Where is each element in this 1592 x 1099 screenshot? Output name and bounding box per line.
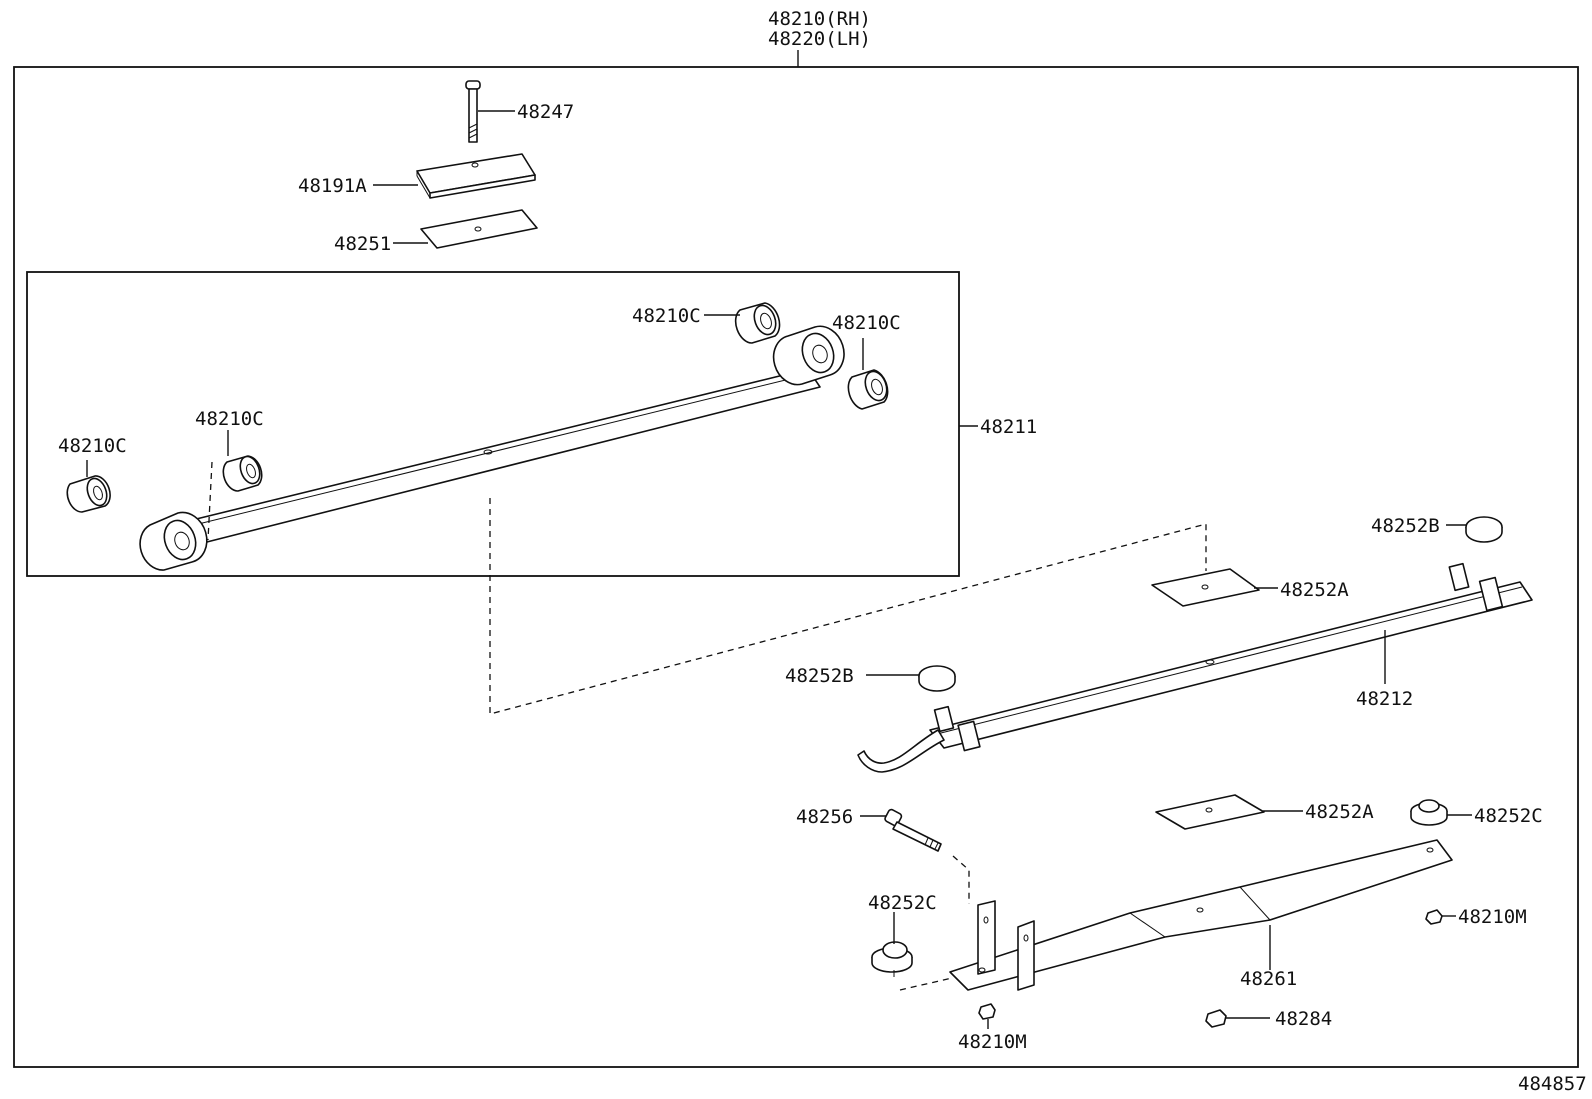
main-leaf-box [26,271,960,577]
label-leaf-3: 48261 [1240,968,1297,990]
nut-icon [978,1003,996,1020]
label-top-plate: 48191A [298,175,367,197]
top-plate-icon [416,153,536,199]
label-top-pad: 48251 [334,233,391,255]
pad-a-icon [1151,568,1260,607]
pad-c-icon [871,941,913,977]
assembly-frame [13,66,1579,1068]
label-bushing-left-mid: 48210C [195,408,264,430]
label-pad-a-lower: 48252A [1305,801,1374,823]
label-bushing-top-right: 48210C [832,312,901,334]
label-bushing-left-outer: 48210C [58,435,127,457]
bolt-icon [465,80,481,143]
label-main-leaf: 48211 [980,416,1037,438]
top-pad-icon [420,209,538,249]
pad-c-icon [1410,799,1448,826]
label-bushing-top-mid: 48210C [632,305,701,327]
header-rh-label: 48210(RH) [768,8,871,30]
bolt-icon [884,808,942,852]
bushing-icon [734,302,781,344]
label-pad-a-upper: 48252A [1280,579,1349,601]
leaf-3-icon [949,839,1453,991]
header-lh-label: 48220(LH) [768,28,871,50]
label-nut-right: 48210M [1458,906,1527,928]
main-leaf-icon [139,325,845,571]
label-pad-c-right: 48252C [1474,805,1543,827]
label-bolt: 48247 [517,101,574,123]
nut-icon [1205,1009,1227,1028]
pad-a-icon [1155,794,1265,830]
pad-b-icon [918,665,956,692]
label-nut-bottom: 48210M [958,1031,1027,1053]
leaf-2-icon [857,562,1533,773]
bushing-icon [66,475,111,513]
illustration-number: 484857 [1518,1073,1587,1095]
pad-b-icon [1465,516,1503,543]
label-pad-c-left: 48252C [868,892,937,914]
label-pad-b-top: 48252B [1371,515,1440,537]
bushing-icon [222,455,263,492]
label-bolt-lower: 48256 [796,806,853,828]
bushing-icon [847,369,889,410]
label-leaf-2: 48212 [1356,688,1413,710]
label-clip-nut: 48284 [1275,1008,1332,1030]
nut-icon [1425,909,1443,925]
label-pad-b-mid: 48252B [785,665,854,687]
